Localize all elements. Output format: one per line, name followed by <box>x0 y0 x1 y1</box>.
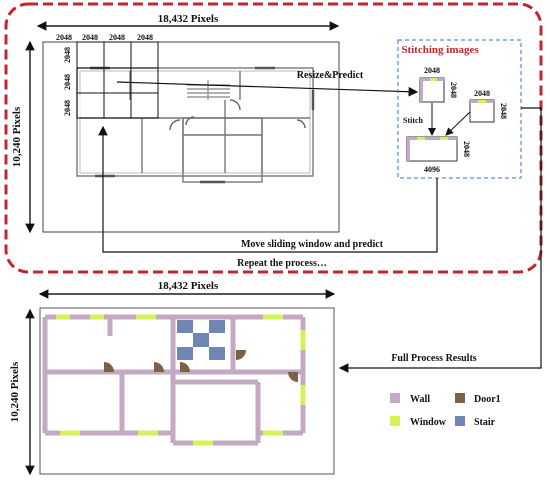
result-stair <box>177 320 225 360</box>
stitching-title: Stitching images <box>401 44 479 56</box>
stitch-tile-2-top-label: 2048 <box>474 89 490 98</box>
result-windows <box>56 314 306 446</box>
tile-label-2: 2048 <box>82 33 98 42</box>
resize-predict-label: Resize&Predict <box>297 70 364 81</box>
legend-label-window: Window <box>410 417 447 428</box>
side-tile-label-3: 2048 <box>63 100 72 116</box>
bottom-height-label: 10,240 Pixels <box>9 361 21 422</box>
stitch-label: Stitch <box>403 116 424 125</box>
tile-label-3: 2048 <box>109 33 125 42</box>
stitch-tile-2-side-label: 2048 <box>499 103 508 119</box>
full-results-arrow <box>338 107 542 373</box>
stitching-panel <box>397 39 522 179</box>
move-window-label: Move sliding window and predict <box>241 239 384 250</box>
bottom-width-label: 18,432 Pixels <box>158 280 219 292</box>
current-window-highlight <box>78 95 103 117</box>
legend-label-stair: Stair <box>474 417 496 428</box>
repeat-label: Repeat the process… <box>237 258 327 269</box>
stitch-tile-1-side-label: 2048 <box>449 82 458 98</box>
full-results-label: Full Process Results <box>391 353 476 364</box>
stitch-result-side-label: 2048 <box>462 141 471 157</box>
top-height-label: 10,240 Pixels <box>11 106 23 167</box>
result-doors <box>104 350 298 382</box>
sliding-window-grid <box>76 41 159 119</box>
stitch-result-bottom-label: 4096 <box>424 165 440 174</box>
stitch-tile-1-top-label: 2048 <box>424 66 440 75</box>
top-floorplan-canvas <box>42 41 340 233</box>
legend-label-wall: Wall <box>410 394 430 405</box>
legend-swatch-door1 <box>455 393 465 403</box>
stitch-tile-2 <box>469 99 495 123</box>
sliding-window-loop-arrow <box>98 125 438 253</box>
legend-swatch-stair <box>455 416 465 426</box>
stitch-result-tile <box>406 136 458 162</box>
legend-swatch-wall <box>390 393 400 403</box>
tile-label-1: 2048 <box>56 33 72 42</box>
legend: Wall Door1 Window Stair <box>390 393 501 428</box>
legend-swatch-window <box>390 416 400 426</box>
resize-predict-arrow <box>116 81 419 97</box>
stitch-arrow-diag <box>445 111 471 136</box>
side-tile-label-1: 2048 <box>63 47 72 63</box>
tile-label-4: 2048 <box>137 33 153 42</box>
side-tile-label-2: 2048 <box>63 74 72 90</box>
top-width-label: 18,432 Pixels <box>158 13 219 25</box>
legend-label-door1: Door1 <box>474 394 501 405</box>
stitch-tile-1 <box>419 77 445 103</box>
